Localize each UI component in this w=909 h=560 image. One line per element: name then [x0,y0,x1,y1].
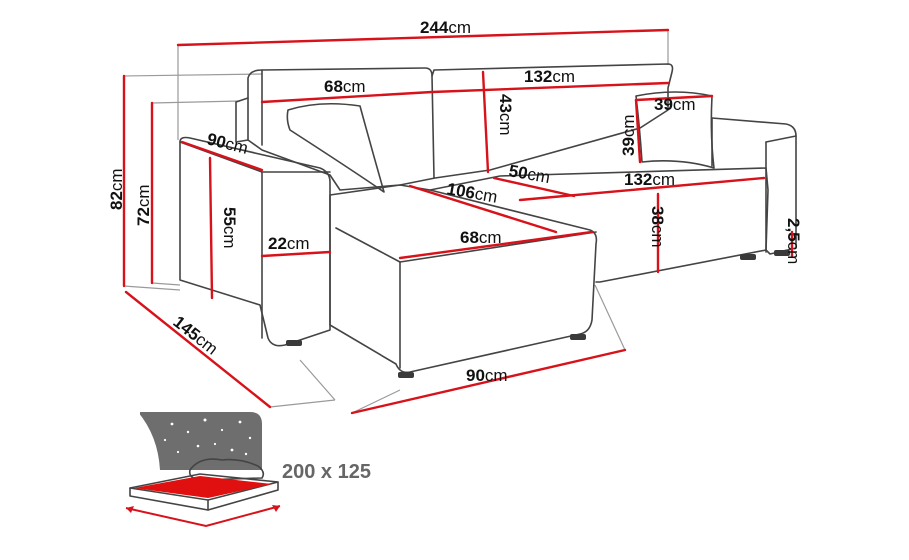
chaise [329,184,598,374]
label-armrest-height: 55cm [220,207,239,249]
label-backrest-right: 132cm [524,67,575,86]
right-pillow [635,91,715,169]
foot [286,340,302,346]
label-seat-width-right: 132cm [624,170,675,189]
night-sky-icon [140,412,262,470]
label-backrest-height: 43cm [496,94,515,136]
right-seat [429,167,769,283]
foot [398,372,414,378]
right-armrest [711,117,797,255]
label-pillow-height: 39cm [619,114,638,156]
label-total-width: 244cm [420,18,471,37]
label-armrest-width: 22cm [268,234,310,253]
label-seat-depth-right: 50cm [507,161,551,187]
label-back-height: 72cm [134,184,153,226]
stars-icon [163,418,252,456]
foot [570,334,586,340]
mattress-icon [134,476,272,498]
bed-width-arrow [125,505,281,528]
sofa-outline [179,63,797,378]
label-leg-height: 2,5cm [784,218,803,264]
label-pillow-width: 39cm [654,95,696,114]
backrest [247,63,674,191]
guide-lines [123,30,669,414]
label-backrest-left: 68cm [324,77,366,96]
foot [774,250,790,256]
bed-size-label: 200 x 125 [282,461,371,483]
label-total-height: 82cm [107,168,126,210]
label-chaise-width: 90cm [466,366,508,385]
left-pillow [286,102,385,193]
foot [740,254,756,260]
label-armrest-depth: 90cm [205,129,250,157]
label-total-depth: 145cm [170,312,222,358]
dimension-labels: 244cm 68cm 132cm 43cm 39cm 39cm 90cm 50c… [107,18,803,385]
label-seat-height: 38cm [648,206,667,248]
bed-function-icon: 200 x 125 [125,412,371,528]
label-chaise-length: 106cm [445,179,499,207]
label-chaise-seat-width: 68cm [460,228,502,247]
left-armrest [179,136,331,347]
dimension-lines [122,28,794,415]
